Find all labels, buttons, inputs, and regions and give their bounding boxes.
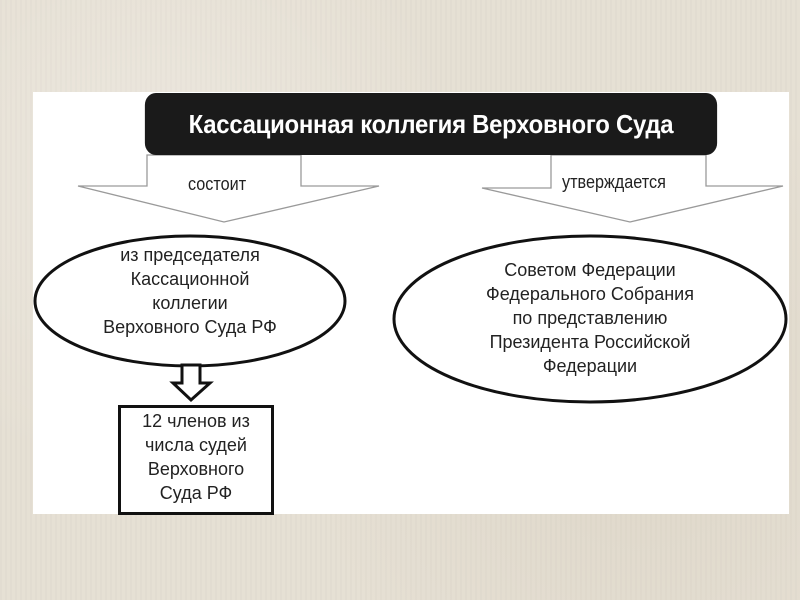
ellipse-line: Верховного Суда РФ — [103, 317, 277, 337]
approval-ellipse-text: Советом Федерации Федерального Собрания … — [440, 258, 740, 378]
right-arrow-label: утверждается — [562, 172, 666, 192]
members-box: 12 членов из числа судей Верховного Суда… — [118, 405, 274, 515]
box-line: 12 членов из — [142, 411, 250, 431]
title-text: Кассационная коллегия Верховного Суда — [188, 108, 674, 139]
ellipse-line: Кассационной — [130, 269, 250, 289]
page-title: Кассационная коллегия Верховного Суда — [144, 93, 718, 155]
ellipse-line: Советом Федерации — [504, 260, 676, 280]
right-block-arrow — [481, 154, 784, 223]
left-block-arrow — [77, 154, 380, 223]
box-line: Суда РФ — [159, 483, 233, 503]
left-arrow-label: состоит — [188, 174, 247, 194]
ellipse-line: Федерации — [542, 356, 638, 376]
down-arrow-icon — [169, 363, 214, 403]
box-line: числа судей — [145, 435, 247, 455]
ellipse-line: из председателя — [120, 245, 260, 265]
ellipse-line: коллегии — [152, 293, 228, 313]
approval-ellipse — [392, 234, 788, 404]
ellipse-line: Президента Российской — [489, 332, 691, 352]
chairman-ellipse-text: из председателя Кассационной коллегии Ве… — [70, 243, 310, 339]
ellipse-line: по представлению — [512, 308, 668, 328]
box-line: Верховного — [147, 459, 245, 479]
ellipse-line: Федерального Собрания — [486, 284, 694, 304]
